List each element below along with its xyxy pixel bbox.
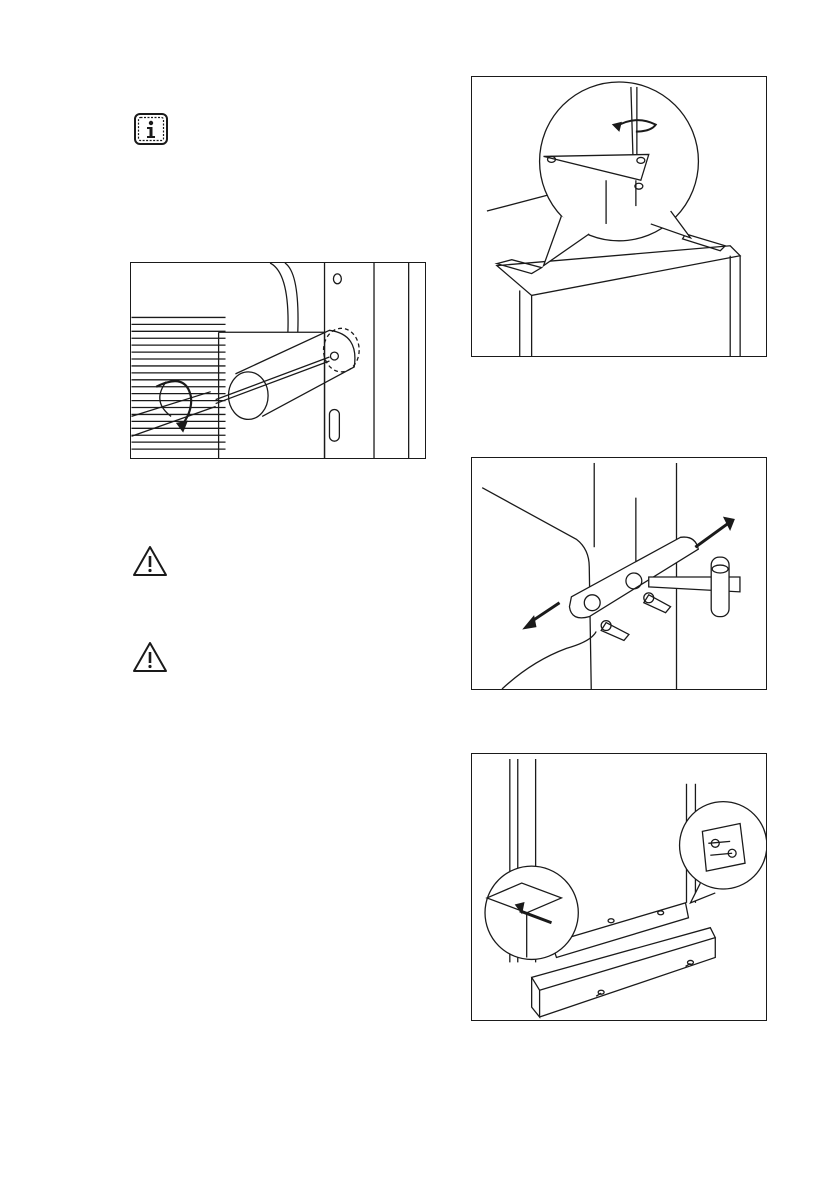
figure-top-hinge-adjustment (471, 76, 767, 357)
hinge-removal-illustration (472, 458, 766, 689)
figure-plinth-installation (471, 753, 767, 1021)
warning-icon (131, 640, 169, 674)
info-icon (133, 112, 169, 146)
plinth-illustration (472, 754, 766, 1020)
screw-cap-illustration (131, 263, 425, 458)
warning-icon (131, 544, 169, 578)
top-hinge-illustration (472, 77, 766, 356)
figure-hinge-removal (471, 457, 767, 690)
figure-screw-cap-removal (130, 262, 426, 459)
